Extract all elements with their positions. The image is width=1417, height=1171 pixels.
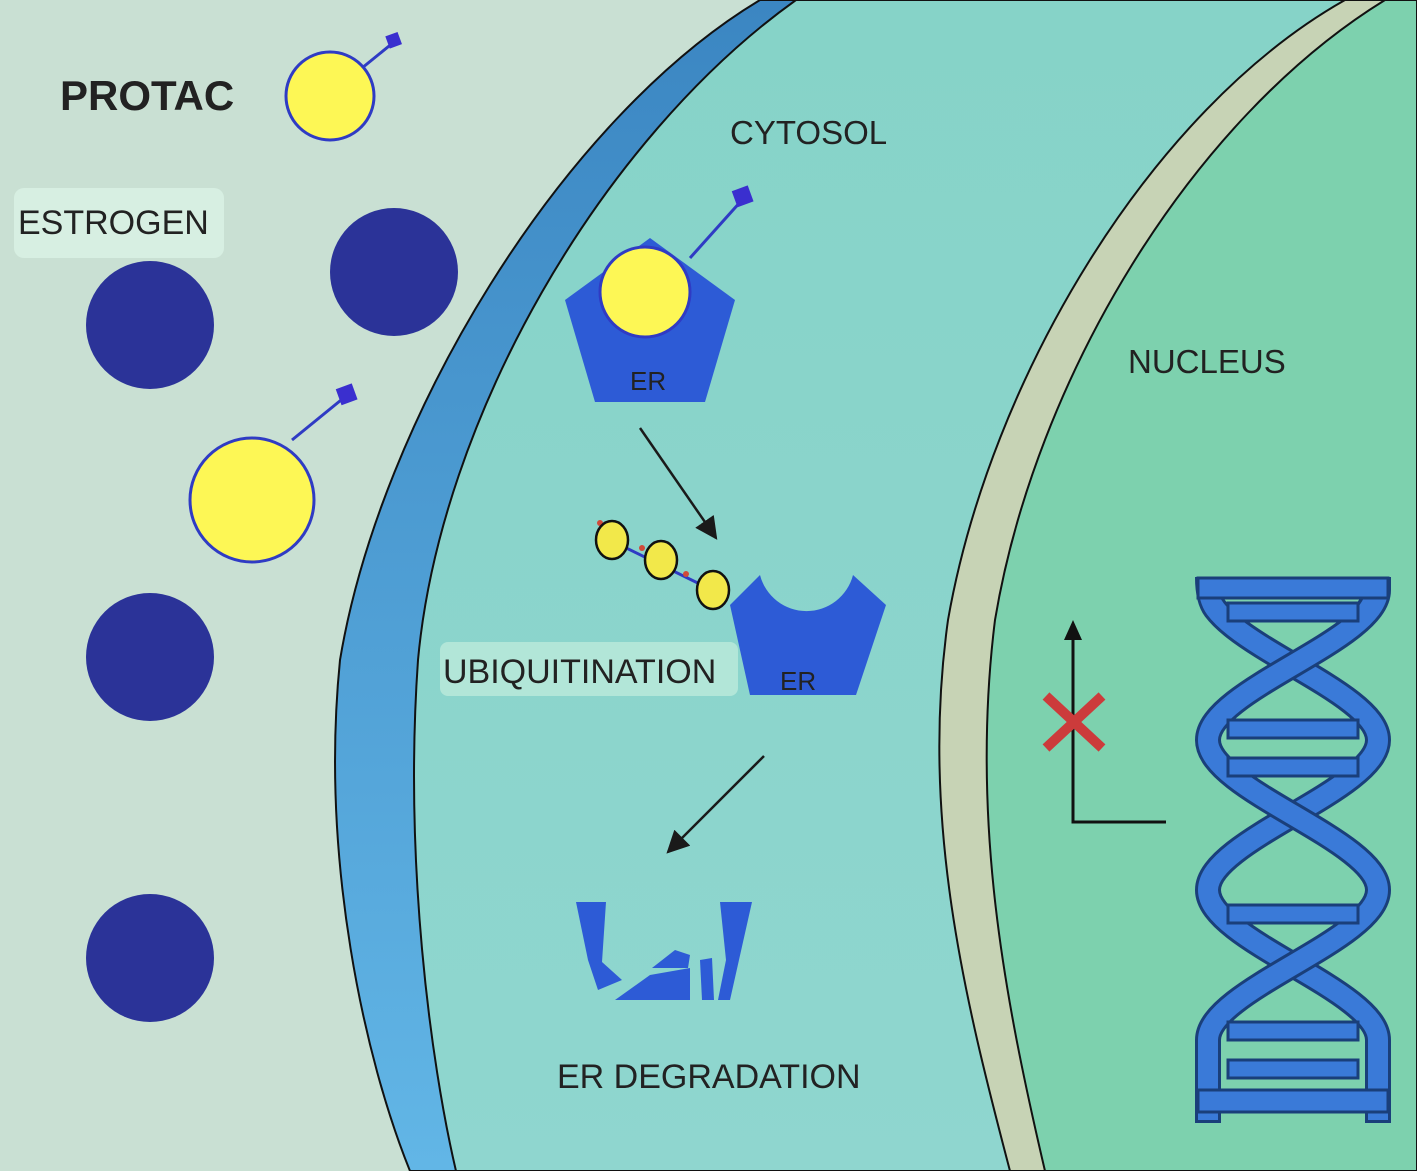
dna-helix-icon [1194, 576, 1392, 1123]
protac-molecule [284, 31, 402, 142]
ubiquitin-chain [594, 519, 731, 611]
nucleus-label: NUCLEUS [1128, 343, 1286, 380]
estrogen-molecule [86, 894, 214, 1022]
estrogen-molecule [330, 208, 458, 336]
er-degradation-label: ER DEGRADATION [557, 1058, 861, 1096]
process-arrow [666, 755, 765, 854]
er-protac-complex: ER [565, 185, 754, 402]
estrogen-receptor [730, 575, 886, 695]
blocked-transcription-icon [1042, 620, 1166, 824]
ubiquitinated-er: ER [730, 575, 886, 696]
ubiquitination-label: UBIQUITINATION [443, 653, 716, 691]
protac-label: PROTAC [60, 72, 234, 119]
protac-molecule [188, 383, 358, 564]
ubiquitin [695, 569, 731, 611]
estrogen-molecule [86, 261, 214, 389]
process-arrow [638, 427, 718, 540]
ubiquitin [594, 519, 630, 561]
er-label: ER [630, 366, 666, 396]
degraded-er-fragments [576, 902, 752, 1000]
estrogen-molecule [86, 593, 214, 721]
estrogen-label-bg [14, 188, 224, 258]
cytosol-label: CYTOSOL [730, 114, 887, 151]
estrogen-label: ESTROGEN [18, 204, 209, 242]
ubiquitination-label-bg [440, 642, 738, 696]
er-label: ER [780, 666, 816, 696]
ubiquitin [643, 539, 679, 581]
